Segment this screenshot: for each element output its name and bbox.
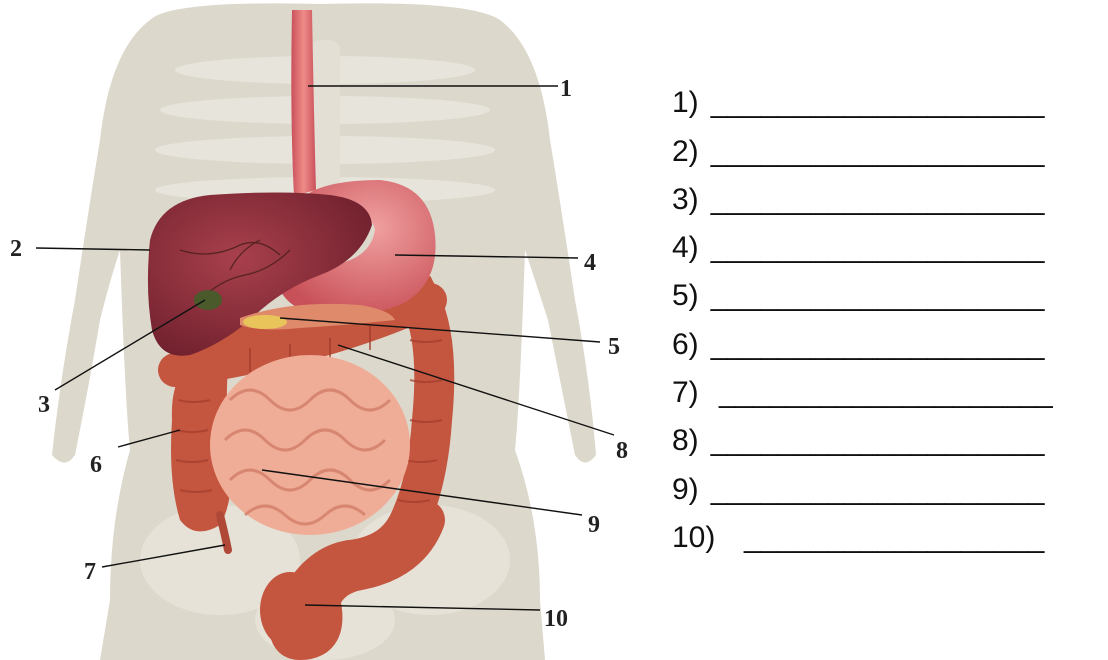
answer-blank[interactable]: ____________________: [711, 137, 1045, 167]
answer-number: 4): [672, 233, 699, 263]
answer-row-1[interactable]: 1) ____________________: [672, 70, 1108, 118]
digestive-system-diagram: 1 2 3 4 5 6 7 8 9 10: [0, 0, 650, 660]
answer-number: 2): [672, 137, 699, 167]
answer-number: 10): [672, 523, 715, 553]
answer-row-10[interactable]: 10) __________________: [672, 505, 1108, 553]
callout-7: 7: [84, 559, 96, 585]
answer-number: 8): [672, 426, 699, 456]
answer-blank[interactable]: ____________________: [711, 233, 1045, 263]
answer-list: 1) ____________________ 2) _______________…: [672, 70, 1108, 553]
answer-row-7[interactable]: 7) ____________________: [672, 360, 1108, 408]
callout-6: 6: [90, 452, 102, 478]
answer-blank[interactable]: ____________________: [711, 185, 1045, 215]
callout-4: 4: [584, 250, 596, 276]
callout-3: 3: [38, 392, 50, 418]
answer-number: 7): [672, 378, 699, 408]
answer-blank[interactable]: __________________: [727, 523, 1044, 553]
answer-blank[interactable]: ____________________: [711, 330, 1045, 360]
answer-row-9[interactable]: 9) ____________________: [672, 456, 1108, 504]
answer-row-4[interactable]: 4) ____________________: [672, 215, 1108, 263]
answer-row-3[interactable]: 3) ____________________: [672, 167, 1108, 215]
callout-8: 8: [616, 438, 628, 464]
esophagus: [291, 10, 316, 196]
answer-blank[interactable]: ____________________: [711, 426, 1045, 456]
callout-2: 2: [10, 236, 22, 262]
answer-row-5[interactable]: 5) ____________________: [672, 263, 1108, 311]
answer-row-8[interactable]: 8) ____________________: [672, 408, 1108, 456]
callout-10: 10: [544, 606, 568, 632]
answer-number: 1): [672, 88, 699, 118]
answer-row-2[interactable]: 2) ____________________: [672, 118, 1108, 166]
callout-1: 1: [560, 76, 572, 102]
answer-number: 6): [672, 330, 699, 360]
answer-number: 9): [672, 475, 699, 505]
gallbladder: [194, 290, 222, 310]
answer-blank[interactable]: ____________________: [711, 378, 1053, 408]
small-intestine: [210, 355, 410, 535]
answer-blank[interactable]: ____________________: [711, 281, 1045, 311]
callout-5: 5: [608, 334, 620, 360]
answer-row-6[interactable]: 6) ____________________: [672, 311, 1108, 359]
answer-number: 5): [672, 281, 699, 311]
answer-blank[interactable]: ____________________: [711, 475, 1045, 505]
answer-number: 3): [672, 185, 699, 215]
callout-9: 9: [588, 512, 600, 538]
answer-blank[interactable]: ____________________: [711, 88, 1045, 118]
